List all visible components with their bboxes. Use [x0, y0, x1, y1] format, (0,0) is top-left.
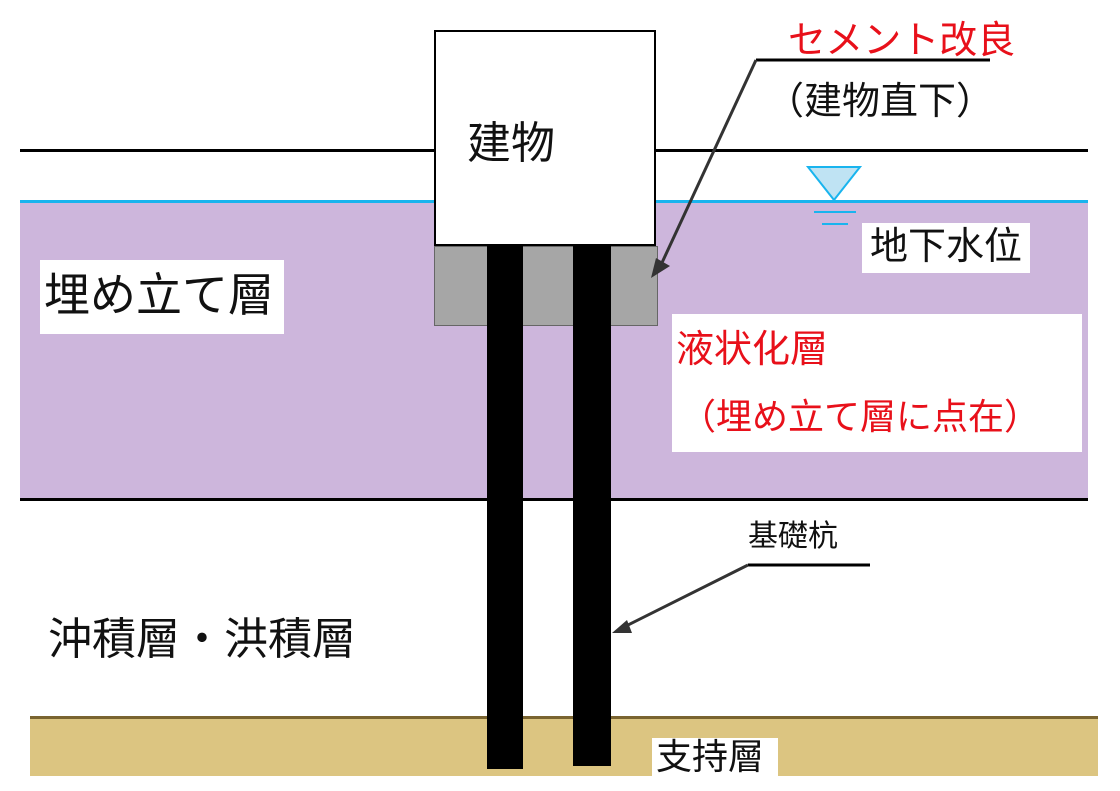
cement-improvement-block	[434, 246, 658, 326]
liquefaction-label-box	[672, 314, 1082, 452]
reclaimed-bottom-line	[20, 498, 1088, 501]
bearing-top-line	[30, 716, 1098, 719]
liquefaction-subtitle: （埋め立て層に点在）	[680, 397, 1041, 438]
bearing-layer-label: 支持層	[652, 738, 779, 780]
alluvial-diluvial-label: 沖積層・洪積層	[48, 614, 356, 665]
foundation-pile-left	[487, 246, 523, 769]
building-box	[434, 30, 656, 246]
water-level-triangle-icon	[805, 166, 863, 225]
cement-arrowhead	[651, 258, 670, 278]
foundation-pile-right	[573, 246, 611, 766]
pile-arrowhead	[612, 620, 632, 633]
foundation-pile-label: 基礎杭	[748, 519, 838, 554]
cement-improvement-title: セメント改良	[788, 18, 1016, 62]
pile-leader-arrow	[621, 563, 749, 630]
reclaimed-layer-label: 埋め立て層	[40, 260, 284, 334]
bearing-layer	[30, 718, 1098, 776]
groundwater-label: 地下水位	[862, 223, 1031, 273]
liquefaction-title: 液状化層	[676, 327, 829, 371]
cement-leader-arrow	[658, 59, 758, 268]
building-label: 建物	[467, 118, 555, 169]
cement-improvement-subtitle: （建物直下）	[766, 79, 995, 123]
